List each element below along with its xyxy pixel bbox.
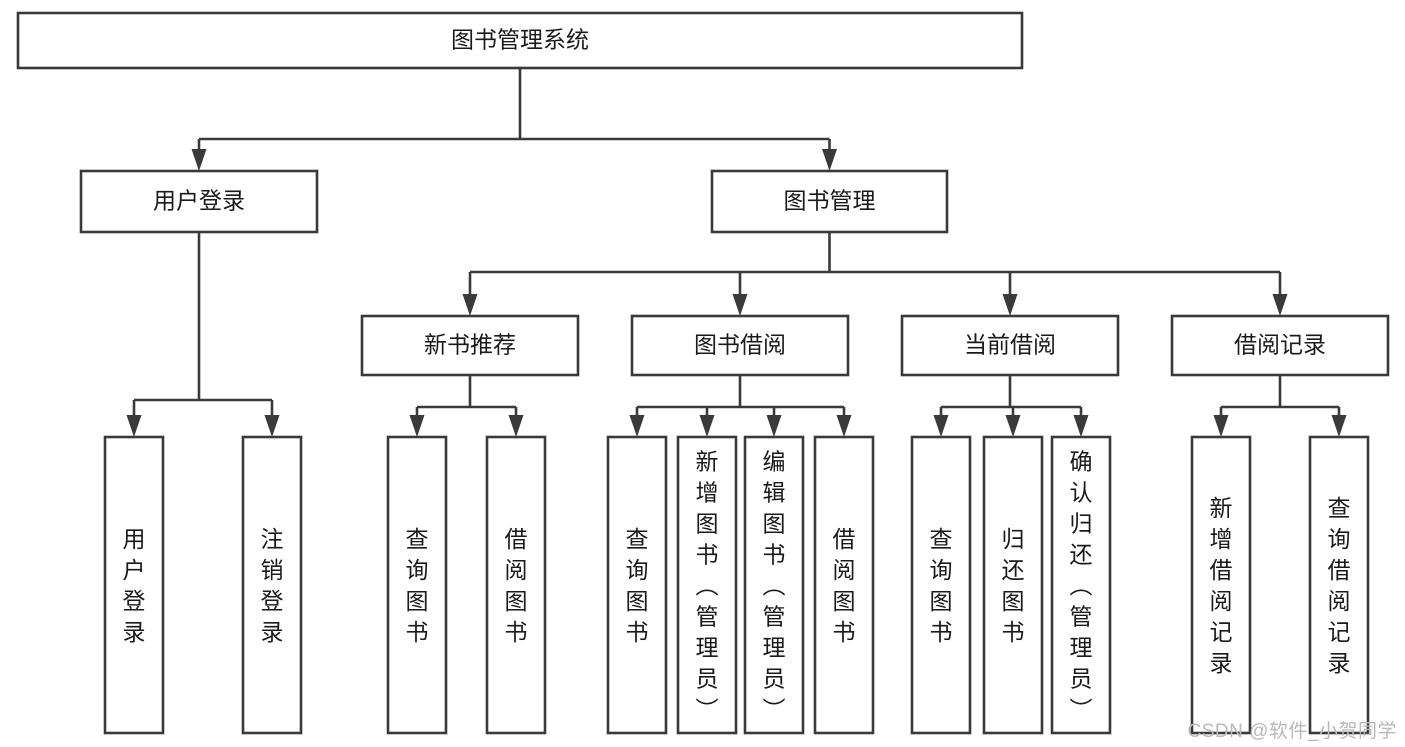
node-leaf_add_book[interactable]: 新增图书︵管理员︶ bbox=[676, 435, 738, 735]
edge-group-new_book_rec bbox=[409, 375, 524, 437]
node-label: 新增图书︵管理员︶ bbox=[696, 449, 719, 723]
node-book_manage[interactable]: 图书管理 bbox=[710, 169, 949, 234]
node-box[interactable] bbox=[241, 435, 303, 735]
arrow-head-icon bbox=[732, 294, 748, 316]
arrow-head-icon bbox=[1002, 294, 1018, 316]
node-box[interactable] bbox=[813, 435, 875, 735]
arrow-head-icon bbox=[699, 415, 715, 437]
node-leaf_logout[interactable]: 注销登录 bbox=[241, 435, 303, 735]
node-leaf_query_book_3[interactable]: 查询图书 bbox=[910, 435, 972, 735]
node-box[interactable] bbox=[1190, 435, 1252, 735]
node-label: 借阅图书 bbox=[505, 526, 528, 645]
node-box[interactable] bbox=[1170, 314, 1390, 377]
arrow-head-icon bbox=[629, 415, 645, 437]
node-leaf_edit_book[interactable]: 编辑图书︵管理员︶ bbox=[743, 435, 805, 735]
arrow-head-icon bbox=[126, 415, 142, 437]
node-box[interactable] bbox=[103, 435, 165, 735]
arrow-head-icon bbox=[1331, 415, 1347, 437]
node-box[interactable] bbox=[1050, 435, 1112, 735]
node-leaf_borrow_book_2[interactable]: 借阅图书 bbox=[813, 435, 875, 735]
node-label: 查询图书 bbox=[626, 526, 649, 645]
arrow-head-icon bbox=[462, 294, 478, 316]
node-box[interactable] bbox=[16, 11, 1024, 70]
arrow-head-icon bbox=[409, 415, 425, 437]
node-box[interactable] bbox=[386, 435, 448, 735]
node-book_borrow[interactable]: 图书借阅 bbox=[630, 314, 850, 377]
node-label: 注销登录 bbox=[261, 526, 284, 645]
node-label: 编辑图书︵管理员︶ bbox=[763, 449, 786, 723]
node-label: 图书管理系统 bbox=[451, 27, 589, 53]
node-label: 当前借阅 bbox=[964, 332, 1056, 358]
node-box[interactable] bbox=[630, 314, 850, 377]
node-box[interactable] bbox=[910, 435, 972, 735]
node-label: 确认归还︵管理员︶ bbox=[1070, 449, 1093, 723]
node-user_login[interactable]: 用户登录 bbox=[79, 169, 319, 234]
node-new_book_rec[interactable]: 新书推荐 bbox=[360, 314, 580, 377]
node-label: 查询借阅记录 bbox=[1328, 495, 1351, 676]
node-borrow_record[interactable]: 借阅记录 bbox=[1170, 314, 1390, 377]
node-label: 图书管理 bbox=[784, 188, 876, 214]
arrow-head-icon bbox=[1272, 294, 1288, 316]
arrow-head-icon bbox=[836, 415, 852, 437]
node-label: 图书借阅 bbox=[694, 332, 786, 358]
csdn-watermark: CSDN @软件_小贺同学 bbox=[1187, 721, 1397, 742]
arrow-head-icon bbox=[933, 415, 949, 437]
edge-group-root bbox=[191, 68, 837, 171]
node-label: 查询图书 bbox=[406, 526, 429, 645]
node-box[interactable] bbox=[676, 435, 738, 735]
node-box[interactable] bbox=[360, 314, 580, 377]
node-label: 用户登录 bbox=[123, 526, 146, 645]
node-box[interactable] bbox=[1308, 435, 1370, 735]
node-box[interactable] bbox=[982, 435, 1044, 735]
arrow-head-icon bbox=[1213, 415, 1229, 437]
edges-layer bbox=[126, 68, 1347, 437]
node-label: 归还图书 bbox=[1002, 526, 1025, 645]
arrow-head-icon bbox=[822, 149, 837, 171]
node-label: 借阅图书 bbox=[833, 526, 856, 645]
node-leaf_return_book[interactable]: 归还图书 bbox=[982, 435, 1044, 735]
arrow-head-icon bbox=[508, 415, 524, 437]
node-box[interactable] bbox=[900, 314, 1120, 377]
node-current_borrow[interactable]: 当前借阅 bbox=[900, 314, 1120, 377]
arrow-head-icon bbox=[1005, 415, 1021, 437]
node-leaf_borrow_book_1[interactable]: 借阅图书 bbox=[485, 435, 547, 735]
arrow-head-icon bbox=[1073, 415, 1089, 437]
edge-group-book_manage bbox=[462, 232, 1288, 316]
arrow-head-icon bbox=[191, 149, 207, 171]
node-box[interactable] bbox=[710, 169, 949, 234]
node-box[interactable] bbox=[606, 435, 668, 735]
node-leaf_query_book_2[interactable]: 查询图书 bbox=[606, 435, 668, 735]
node-leaf_query_book_1[interactable]: 查询图书 bbox=[386, 435, 448, 735]
arrow-head-icon bbox=[264, 415, 280, 437]
node-box[interactable] bbox=[485, 435, 547, 735]
node-root[interactable]: 图书管理系统 bbox=[16, 11, 1024, 70]
node-label: 新增借阅记录 bbox=[1210, 495, 1233, 676]
node-box[interactable] bbox=[743, 435, 805, 735]
node-box[interactable] bbox=[79, 169, 319, 234]
node-leaf_add_record[interactable]: 新增借阅记录 bbox=[1190, 435, 1252, 735]
edge-group-current_borrow bbox=[933, 375, 1089, 437]
node-label: 新书推荐 bbox=[424, 332, 516, 358]
node-label: 借阅记录 bbox=[1234, 332, 1326, 358]
node-leaf_confirm_return[interactable]: 确认归还︵管理员︶ bbox=[1050, 435, 1112, 735]
nodes-layer: 图书管理系统用户登录图书管理新书推荐图书借阅当前借阅借阅记录用户登录注销登录查询… bbox=[16, 11, 1390, 735]
node-label: 查询图书 bbox=[930, 526, 953, 645]
edge-group-borrow_record bbox=[1213, 375, 1347, 437]
node-leaf_user_login[interactable]: 用户登录 bbox=[103, 435, 165, 735]
arrow-head-icon bbox=[766, 415, 782, 437]
node-label: 用户登录 bbox=[153, 188, 245, 214]
edge-group-book_borrow bbox=[629, 375, 852, 437]
node-leaf_query_record[interactable]: 查询借阅记录 bbox=[1308, 435, 1370, 735]
edge-group-user_login bbox=[126, 232, 280, 437]
